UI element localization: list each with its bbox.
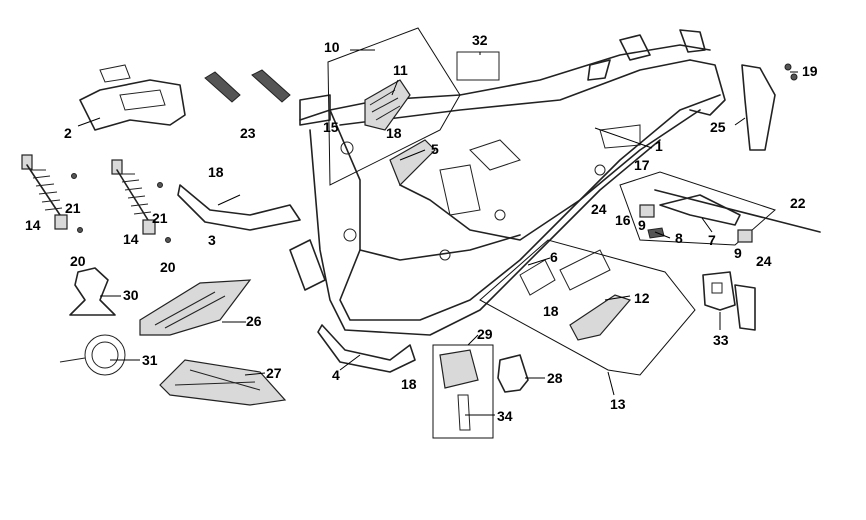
bushing-9a bbox=[639, 204, 655, 218]
callout-2: 2 bbox=[64, 125, 72, 141]
callout-28: 28 bbox=[547, 370, 563, 386]
leader-lines bbox=[77, 49, 798, 416]
callout-5: 5 bbox=[431, 141, 439, 157]
callout-18d: 18 bbox=[401, 376, 417, 392]
callout-16: 16 bbox=[615, 212, 631, 228]
callout-34: 34 bbox=[497, 408, 513, 424]
rear-carrier-bracket-2 bbox=[79, 64, 186, 131]
callout-29: 29 bbox=[477, 326, 493, 342]
callout-32: 32 bbox=[472, 32, 488, 48]
bushing-9b bbox=[737, 229, 753, 243]
callout-18c: 18 bbox=[543, 303, 559, 319]
callout-14a: 14 bbox=[25, 217, 41, 233]
callout-10: 10 bbox=[324, 39, 340, 55]
callout-33: 33 bbox=[713, 332, 729, 348]
callout-20b: 20 bbox=[160, 259, 176, 275]
callout-18b: 18 bbox=[386, 125, 402, 141]
callout-12: 12 bbox=[634, 290, 650, 306]
callout-11: 11 bbox=[393, 62, 408, 78]
callout-1: 1 bbox=[655, 138, 663, 154]
callout-4: 4 bbox=[332, 367, 340, 383]
callout-3: 3 bbox=[208, 232, 216, 248]
callout-30: 30 bbox=[123, 287, 139, 303]
main-frame bbox=[289, 29, 726, 336]
strap-34 bbox=[457, 394, 471, 431]
callout-6: 6 bbox=[550, 249, 558, 265]
cover-plate-12 bbox=[569, 294, 632, 341]
group-box-10 bbox=[327, 27, 461, 186]
callout-14b: 14 bbox=[123, 231, 139, 247]
callout-31: 31 bbox=[142, 352, 158, 368]
bracket-4 bbox=[317, 324, 416, 373]
callout-20a: 20 bbox=[70, 253, 86, 269]
bracket-25 bbox=[741, 64, 776, 151]
callout-26: 26 bbox=[246, 313, 262, 329]
group-box-29 bbox=[432, 344, 494, 439]
callout-22: 22 bbox=[790, 195, 806, 211]
callout-18a: 18 bbox=[208, 164, 224, 180]
callout-17: 17 bbox=[634, 157, 650, 173]
callout-15: 15 bbox=[323, 119, 339, 135]
cover-29 bbox=[439, 349, 479, 389]
bracket-5 bbox=[389, 139, 436, 187]
floor-panel-26 bbox=[139, 279, 252, 336]
callout-9a: 9 bbox=[638, 217, 646, 233]
cover-plate-11 bbox=[364, 79, 411, 131]
callout-23: 23 bbox=[240, 125, 256, 141]
bracket-3 bbox=[177, 184, 301, 231]
callout-8: 8 bbox=[675, 230, 683, 246]
clip-30 bbox=[69, 267, 116, 316]
callout-13: 13 bbox=[610, 396, 626, 412]
callout-9b: 9 bbox=[734, 245, 742, 261]
floor-panel-27 bbox=[159, 359, 287, 406]
handle-rubbers-23 bbox=[204, 69, 291, 103]
callout-27: 27 bbox=[266, 365, 282, 381]
band-28 bbox=[497, 354, 529, 393]
part-33 bbox=[702, 271, 736, 311]
group-box-13 bbox=[479, 239, 696, 376]
callout-7: 7 bbox=[708, 232, 716, 248]
bolt-22 bbox=[654, 189, 821, 233]
rear-shock-left bbox=[21, 154, 68, 230]
callout-24b: 24 bbox=[756, 253, 772, 269]
damper-8 bbox=[647, 227, 665, 239]
ring-31 bbox=[84, 334, 126, 376]
group-box-7 bbox=[619, 171, 776, 246]
callout-21b: 21 bbox=[152, 210, 168, 226]
callout-24a: 24 bbox=[591, 201, 607, 217]
bracket-7 bbox=[659, 194, 741, 226]
callout-25: 25 bbox=[710, 119, 726, 135]
bracket-6 bbox=[519, 259, 556, 296]
callout-21a: 21 bbox=[65, 200, 81, 216]
rear-shock-right bbox=[111, 159, 156, 235]
label-plate-32 bbox=[456, 51, 500, 81]
callout-19: 19 bbox=[802, 63, 818, 79]
